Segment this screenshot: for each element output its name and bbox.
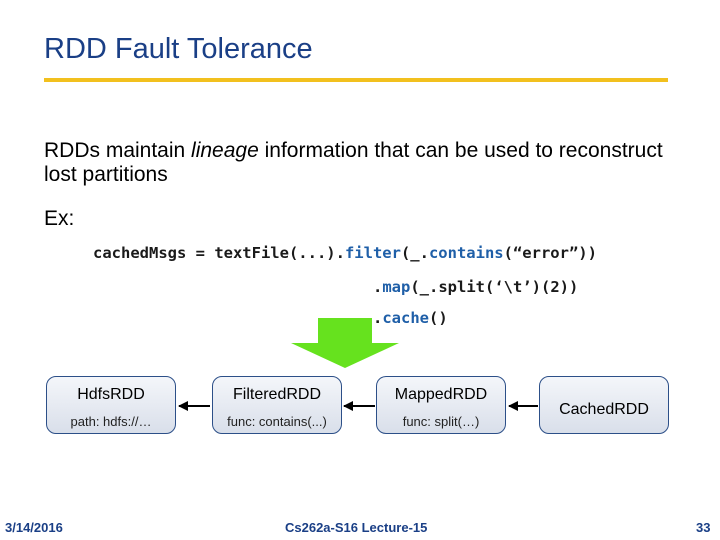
body-text-after: information that can be used to reconstr… (44, 139, 663, 186)
code-text: . (373, 309, 383, 327)
rdd-name: FilteredRDD (232, 386, 321, 403)
code-text: (_. (400, 244, 429, 262)
code-text: . (373, 278, 383, 296)
code-keyword-map: map (382, 278, 411, 296)
slide-title: RDD Fault Tolerance (44, 33, 313, 65)
code-line-1: cachedMsgs = textFile(...).filter(_.cont… (93, 244, 597, 262)
footer-page-number: 33 (696, 520, 711, 535)
rdd-name: HdfsRDD (77, 386, 145, 403)
code-keyword-filter: filter (344, 244, 401, 262)
title-underline (44, 78, 668, 82)
code-keyword-cache: cache (382, 309, 430, 327)
rdd-node-cached: CachedRDD (539, 376, 669, 434)
code-line-3: .cache() (373, 309, 448, 327)
body-paragraph: RDDs maintain lineage information that c… (44, 139, 664, 187)
rdd-node-mapped: MappedRDD func: split(…) (376, 376, 506, 434)
code-keyword-contains: contains (428, 244, 504, 262)
footer-date: 3/14/2016 (5, 520, 63, 535)
rdd-detail: path: hdfs://… (70, 414, 152, 429)
body-text-before: RDDs maintain (44, 139, 192, 162)
code-text: (“error”)) (503, 244, 597, 262)
rdd-node-hdfs: HdfsRDD path: hdfs://… (46, 376, 176, 434)
rdd-node-filtered: FilteredRDD func: contains(...) (212, 376, 342, 434)
rdd-detail: func: split(…) (402, 414, 480, 429)
down-arrow-icon (291, 318, 399, 368)
rdd-name: CachedRDD (559, 401, 649, 418)
code-text: cachedMsgs = textFile(...). (93, 244, 345, 262)
code-line-2: .map(_.split(‘\t’)(2)) (373, 278, 578, 296)
footer-course: Cs262a-S16 Lecture-15 (285, 520, 428, 535)
code-text: () (429, 309, 448, 327)
example-label: Ex: (44, 207, 75, 230)
rdd-name: MappedRDD (394, 386, 488, 403)
body-emphasis: lineage (191, 139, 259, 162)
rdd-detail: func: contains(...) (227, 414, 327, 429)
code-text: (_.split(‘\t’)(2)) (410, 278, 579, 296)
